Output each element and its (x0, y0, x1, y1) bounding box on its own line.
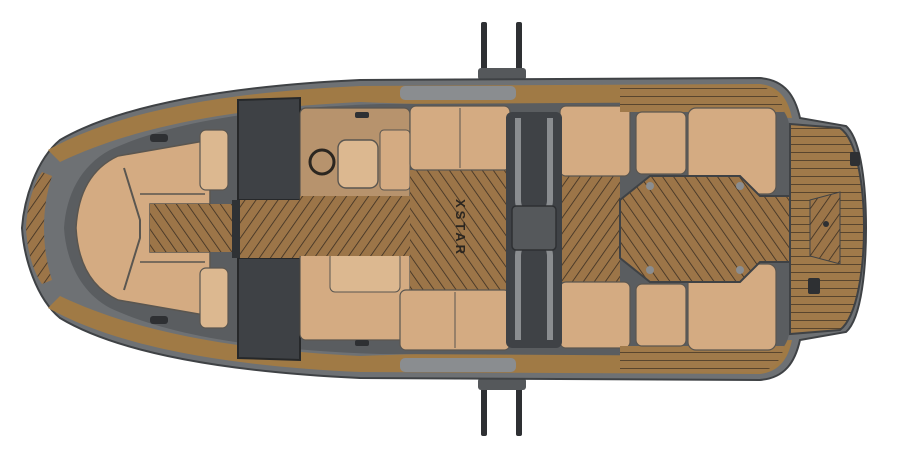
port-lounge (299, 251, 411, 341)
port-bench (399, 281, 631, 351)
tower-base (506, 112, 562, 348)
deck-brand-text: XSTAR (453, 199, 468, 257)
tower-crossbar-bottom (400, 358, 516, 372)
bow-floor-deck (150, 204, 240, 252)
rear-lounge-top (635, 107, 777, 195)
stern-deck-bottom (620, 346, 784, 372)
board-rack-top (478, 22, 526, 82)
walkthrough-deck (240, 200, 310, 258)
hardware-cleats (150, 112, 369, 346)
rear-lounge-bottom (635, 263, 777, 351)
bow-tip-deck (26, 172, 52, 284)
swim-platform (789, 122, 866, 336)
tower-crossbar-top (400, 86, 516, 100)
steering-wheel-icon (308, 148, 336, 176)
helm (299, 107, 411, 205)
board-rack-bottom (478, 376, 526, 436)
bow-seating (75, 129, 229, 329)
stern-deck-top (620, 86, 784, 112)
starboard-bench (409, 105, 631, 177)
cockpit-deck (300, 170, 620, 290)
